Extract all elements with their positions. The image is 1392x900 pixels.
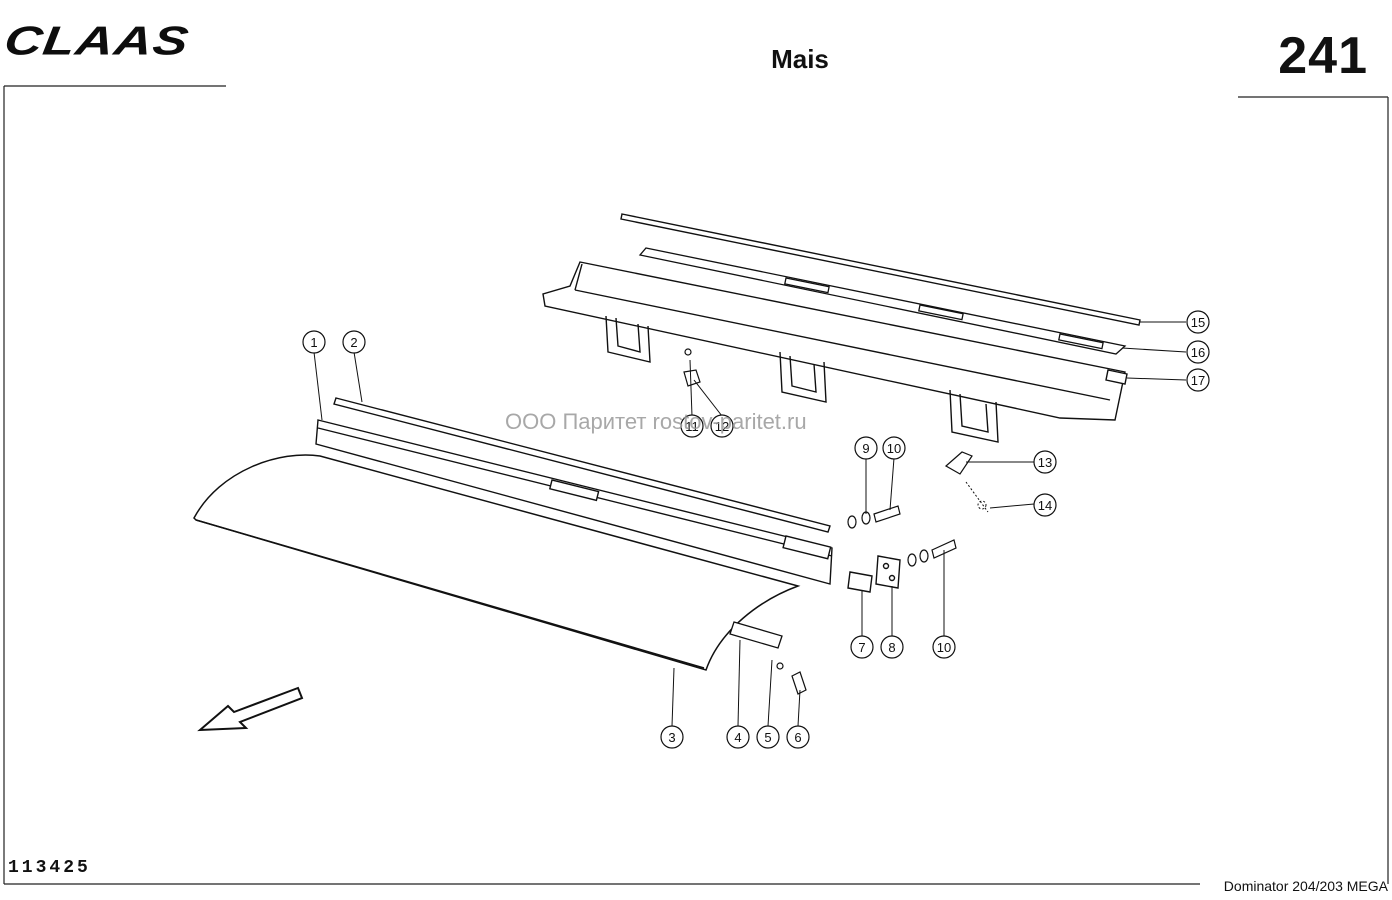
callout-9: 9	[862, 441, 869, 456]
callout-17: 17	[1191, 373, 1205, 388]
callout-circle	[756, 725, 780, 749]
callout-10-upper: 10	[887, 441, 901, 456]
washer-9-bolt-10-upper	[847, 505, 901, 529]
plate-7	[847, 571, 873, 593]
rail-1	[315, 419, 833, 585]
callout-circle	[1033, 493, 1057, 517]
callout-6: 6	[794, 730, 801, 745]
callout-4: 4	[734, 730, 741, 745]
page-number: 241	[1278, 27, 1368, 85]
callout-14: 14	[1038, 498, 1052, 513]
callout-circle	[880, 635, 904, 659]
bracket-13	[944, 451, 973, 475]
watermark: ООО Паритет rostov-paritet.ru	[505, 409, 807, 434]
callout-16: 16	[1191, 345, 1205, 360]
bar-4	[729, 621, 783, 649]
plate-8	[875, 555, 901, 589]
washer-9-bolt-10-lower	[907, 539, 957, 567]
callout-circle	[1186, 368, 1210, 392]
callout-7: 7	[858, 640, 865, 655]
callout-5: 5	[764, 730, 771, 745]
callout-12: 12	[715, 419, 729, 434]
callout-circle	[932, 635, 956, 659]
callout-circle	[726, 725, 750, 749]
callout-15: 15	[1191, 315, 1205, 330]
rod-15	[620, 213, 1141, 326]
tube-17	[1105, 369, 1128, 385]
frame-lines	[3, 85, 1389, 885]
model-label: Dominator 204/203 MEGA	[1223, 878, 1388, 894]
callout-2: 2	[350, 335, 357, 350]
direction-arrow	[197, 686, 304, 732]
callout-circles	[302, 310, 1210, 749]
bolt-5-6	[776, 662, 807, 695]
callout-circle	[710, 414, 734, 438]
rod-2	[333, 397, 831, 533]
callout-circle	[854, 436, 878, 460]
cover-3	[193, 454, 801, 671]
screw-14	[965, 481, 989, 513]
callout-10-lower: 10	[937, 640, 951, 655]
callout-circle	[882, 436, 906, 460]
callout-11: 11	[685, 419, 699, 434]
drawing-id: 113425	[8, 858, 91, 878]
callout-circle	[1186, 310, 1210, 334]
callout-circle	[680, 414, 704, 438]
callout-circle	[342, 330, 366, 354]
fastener-11-12	[683, 348, 701, 387]
leader-lines	[313, 321, 1187, 727]
callout-13: 13	[1038, 455, 1052, 470]
callout-8: 8	[888, 640, 895, 655]
callout-3: 3	[668, 730, 675, 745]
callout-1: 1	[310, 335, 317, 350]
strip-16	[638, 247, 1127, 355]
callout-circle	[302, 330, 326, 354]
callout-circle	[1033, 450, 1057, 474]
callout-circle	[660, 725, 684, 749]
callout-circle	[1186, 340, 1210, 364]
callout-circle	[786, 725, 810, 749]
page-title: Mais	[771, 44, 829, 74]
callout-circle	[850, 635, 874, 659]
